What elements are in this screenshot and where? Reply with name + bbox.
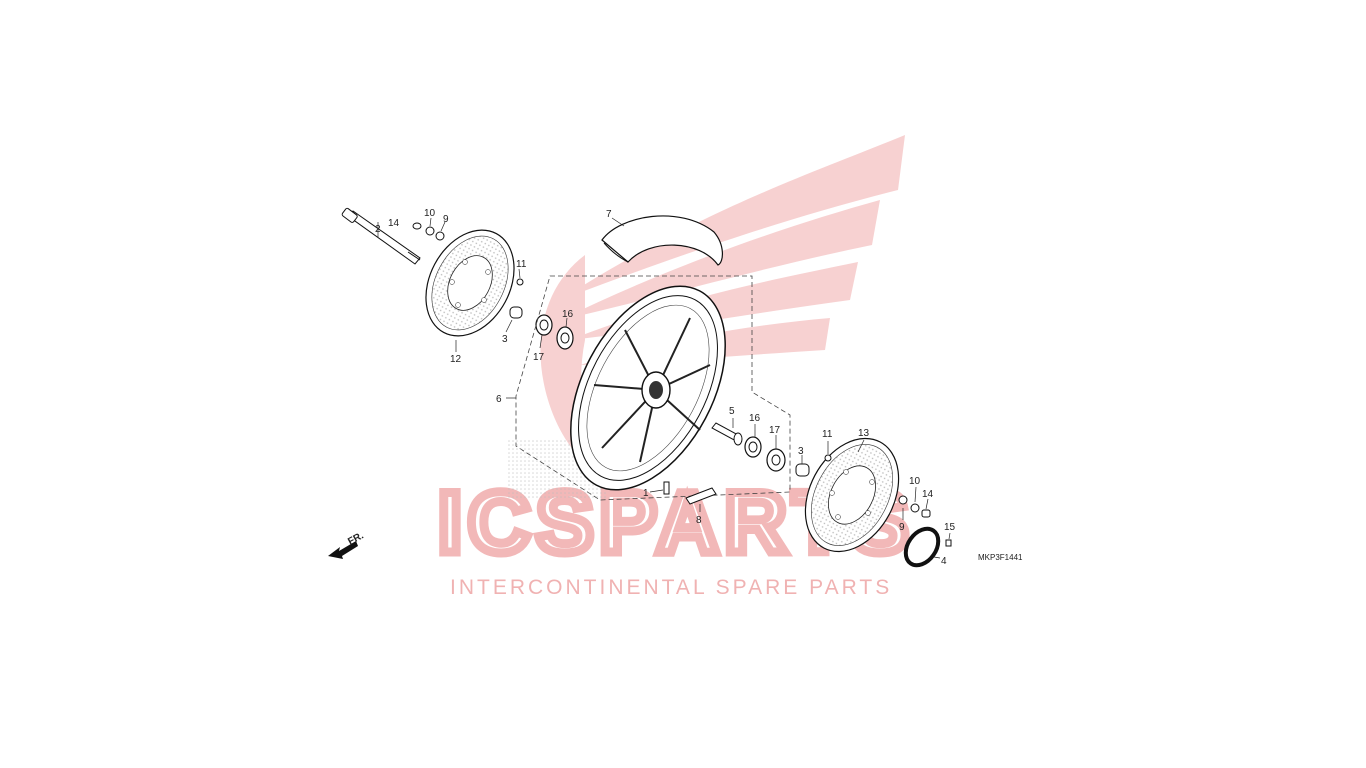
callout-12: 12 [450,354,462,365]
callout-4: 4 [941,556,947,567]
callout-16-left: 16 [562,309,574,320]
direction-label: FR. [346,530,366,547]
callout-9-left: 9 [443,214,449,225]
right-brake-disc [804,437,900,553]
callout-17-right: 17 [769,425,781,436]
right-hardware-and-pulser-ring [898,486,952,568]
callout-5: 5 [729,406,735,417]
callout-2: 2 [375,224,381,235]
callout-11-left: 11 [516,259,527,270]
valve-and-balance-weight [649,481,717,512]
left-bolt-washer-set [412,217,524,286]
left-brake-disc [425,229,515,352]
right-spacer-seal-bearing [711,418,810,477]
tire [601,215,723,266]
callout-9-right: 9 [899,522,905,533]
callout-3-left: 3 [502,334,508,345]
callout-11-right: 11 [822,429,833,440]
callout-16-right: 16 [749,413,761,424]
front-direction-arrow-icon [328,541,358,559]
callout-10-left: 10 [424,208,436,219]
callout-13: 13 [858,428,870,439]
callout-17-left: 17 [533,352,545,363]
callout-8: 8 [696,515,702,526]
watermark-tagline: INTERCONTINENTAL SPARE PARTS [450,576,892,599]
wheel-assembly [506,275,791,501]
axle [341,207,421,265]
callout-labels: 2 14 10 9 11 12 3 17 16 7 6 5 16 17 3 11… [375,208,956,567]
callout-14-right: 14 [922,489,934,500]
callout-10-right: 10 [909,476,921,487]
callout-7: 7 [606,209,612,220]
callout-6: 6 [496,394,502,405]
callout-3-right: 3 [798,446,804,457]
diagram-code: MKP3F1441 [978,553,1023,562]
callout-14-left: 14 [388,218,400,229]
callout-1: 1 [643,488,649,499]
left-collar-bearing-seal [505,306,574,350]
callout-15: 15 [944,522,956,533]
